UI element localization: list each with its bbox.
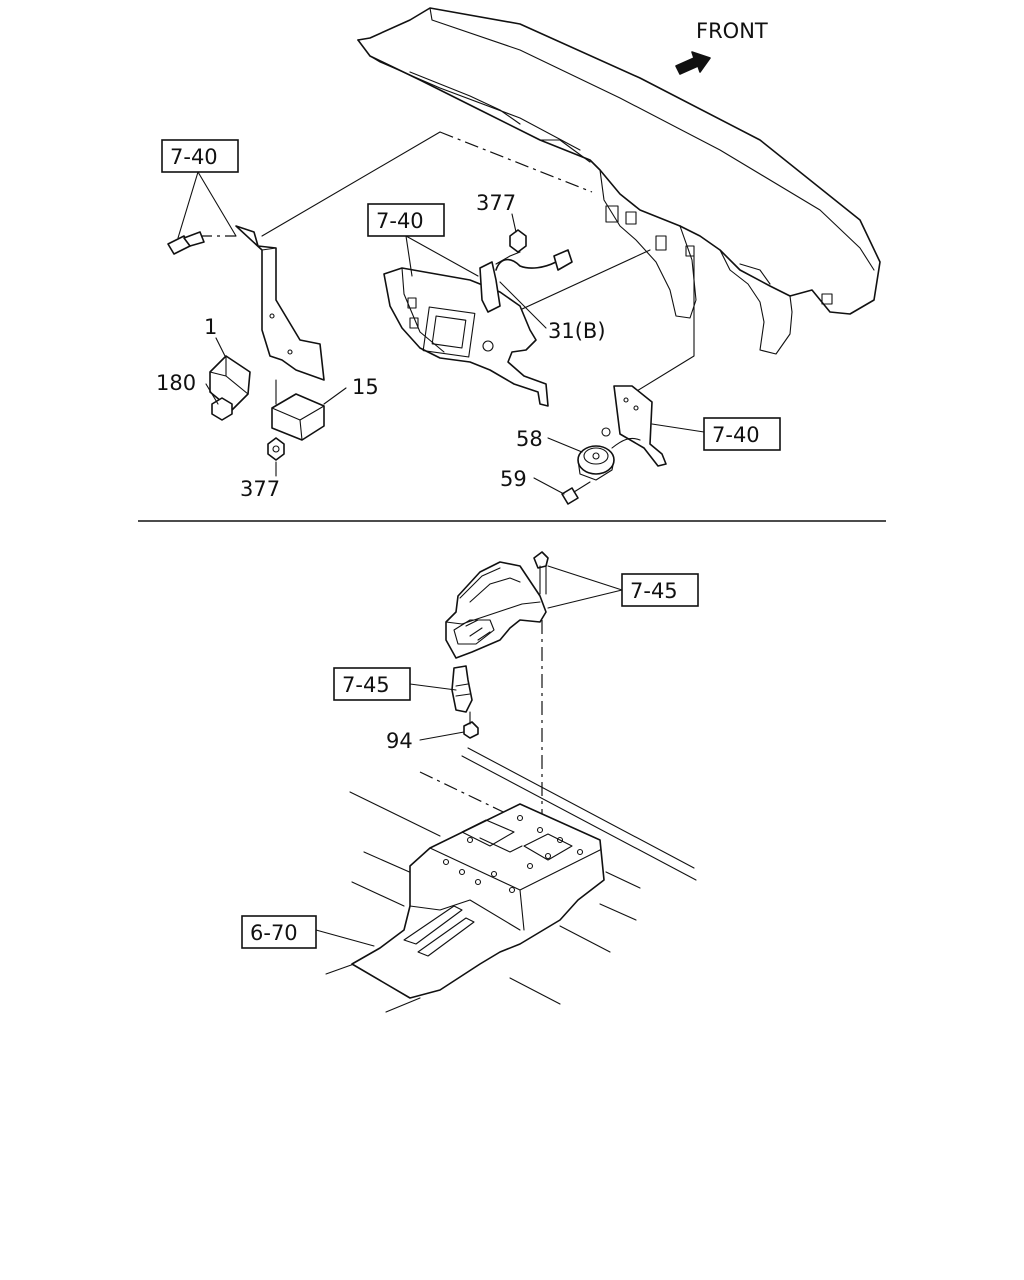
ref-box-7-45-right[interactable]: 7-45 bbox=[621, 573, 699, 607]
switch-panel bbox=[453, 619, 495, 645]
front-arrow-icon bbox=[675, 51, 711, 75]
switch-part-31b bbox=[479, 249, 573, 313]
part-label-15: 15 bbox=[352, 375, 379, 399]
buzzer-bracket bbox=[613, 385, 667, 467]
shift-lever-housing bbox=[445, 561, 547, 659]
svg-text:7-40: 7-40 bbox=[376, 209, 424, 233]
screw-icon bbox=[561, 481, 591, 505]
part-label-94: 94 bbox=[386, 729, 413, 753]
ref-box-7-45-left[interactable]: 7-45 bbox=[333, 667, 411, 701]
relay-part-1 bbox=[209, 355, 251, 411]
svg-text:7-40: 7-40 bbox=[712, 423, 760, 447]
ref-box-7-40-right[interactable]: 7-40 bbox=[703, 417, 781, 451]
control-unit-part-15 bbox=[271, 379, 325, 441]
guide-line bbox=[439, 131, 593, 193]
ref-box-7-40-center[interactable]: 7-40 bbox=[367, 203, 445, 237]
nut-icon bbox=[211, 397, 233, 421]
part-label-377-bottom: 377 bbox=[240, 477, 280, 501]
bolt-icon bbox=[167, 231, 205, 255]
svg-text:7-45: 7-45 bbox=[630, 579, 678, 603]
part-label-31b: 31(B) bbox=[548, 319, 606, 343]
leader-lines bbox=[177, 171, 705, 947]
buzzer-part-58 bbox=[577, 427, 641, 481]
floor-console bbox=[325, 747, 697, 1013]
ref-box-6-70[interactable]: 6-70 bbox=[241, 915, 317, 949]
part-label-377-top: 377 bbox=[476, 191, 516, 215]
part-label-180: 180 bbox=[156, 371, 196, 395]
svg-text:7-40: 7-40 bbox=[170, 145, 218, 169]
part-label-59: 59 bbox=[500, 467, 527, 491]
screw-icon bbox=[533, 551, 549, 595]
leader-line bbox=[631, 255, 695, 395]
nut-icon bbox=[509, 229, 527, 253]
part-label-58: 58 bbox=[516, 427, 543, 451]
svg-text:6-70: 6-70 bbox=[250, 921, 298, 945]
ref-box-7-40-left[interactable]: 7-40 bbox=[161, 139, 239, 173]
center-panel bbox=[383, 267, 549, 407]
leader-line bbox=[261, 131, 441, 237]
relay-bracket bbox=[235, 225, 325, 381]
nut-icon bbox=[267, 437, 285, 461]
part-label-1: 1 bbox=[204, 315, 217, 339]
instrument-panel bbox=[357, 7, 881, 355]
sensor-clip bbox=[451, 665, 473, 713]
front-label: FRONT bbox=[696, 19, 768, 43]
screw-icon bbox=[463, 711, 479, 739]
svg-text:7-45: 7-45 bbox=[342, 673, 390, 697]
